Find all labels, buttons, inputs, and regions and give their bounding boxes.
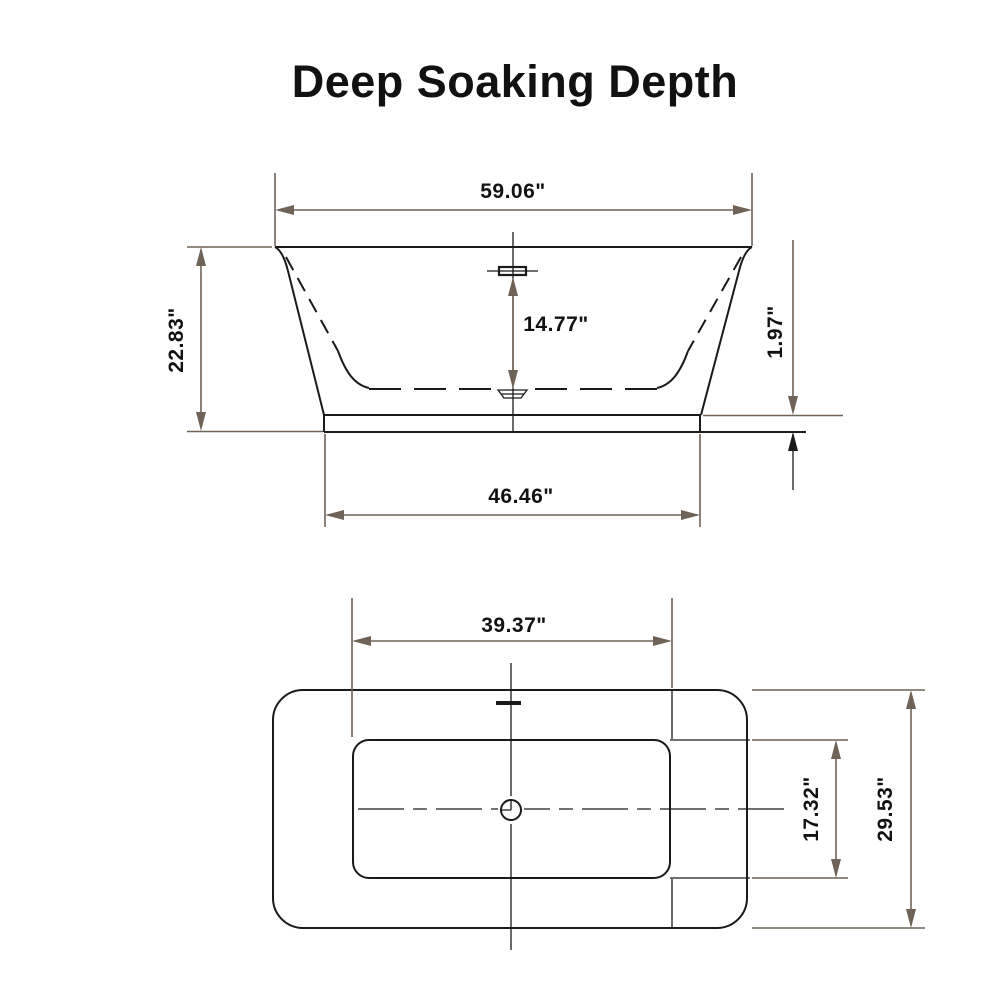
dim-label-rim-width: 59.06": [480, 180, 546, 203]
drain-circle-icon: [500, 799, 522, 821]
dimension-basin-width: [752, 739, 848, 879]
dimension-rim-width: [274, 173, 753, 246]
dim-label-overall-height: 22.83": [165, 307, 188, 373]
dim-label-basin-length: 39.37": [481, 614, 547, 637]
tub-outline: [274, 232, 806, 433]
dimension-basin-length: [351, 598, 673, 737]
tub-plan-outline: [272, 663, 784, 950]
dimension-overall-width: [752, 689, 925, 929]
front-elevation-view: [187, 173, 843, 527]
dimension-base-height: [703, 240, 843, 490]
dim-label-base-width: 46.46": [488, 485, 554, 508]
diagram-title: Deep Soaking Depth: [291, 56, 739, 107]
dim-label-soaking-depth: 14.77": [523, 313, 589, 336]
drain-icon: [496, 389, 529, 399]
dimension-soaking-depth: [508, 277, 518, 389]
dimension-overall-height: [187, 246, 323, 433]
overflow-icon: [487, 265, 538, 277]
dimension-base-width: [324, 434, 701, 527]
dim-label-base-height: 1.97": [764, 305, 787, 359]
dim-label-basin-width: 17.32": [800, 776, 823, 842]
top-plan-view: [272, 598, 925, 950]
dim-label-overall-width: 29.53": [874, 776, 897, 842]
